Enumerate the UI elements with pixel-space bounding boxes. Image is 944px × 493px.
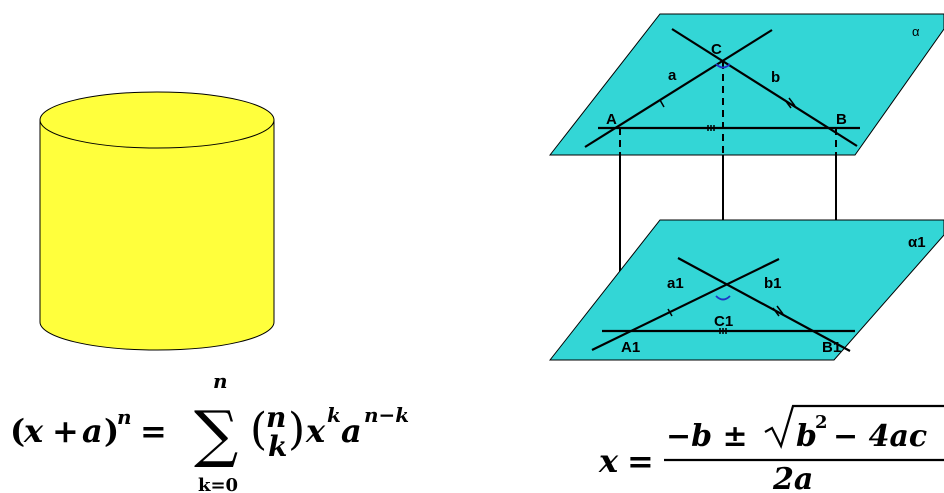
quadratic-radicand-exponent: 2: [815, 412, 828, 433]
binomial-coef-top: n: [266, 401, 286, 434]
binomial-sum-upper: n: [213, 369, 228, 393]
binomial-sum-sign: ∑: [194, 397, 238, 470]
top-label-side-a: a: [668, 67, 677, 84]
binomial-lhs-close: ): [104, 412, 119, 450]
quadratic-radicand-rest: − 4ac: [833, 419, 927, 454]
quadratic-equals: =: [627, 442, 654, 480]
binomial-equals: =: [140, 412, 167, 450]
bottom-plane-label: α1: [908, 234, 926, 251]
quadratic-radical-sign: [764, 404, 944, 449]
top-tick-marks: [659, 97, 796, 131]
top-label-vertex-a: A: [606, 111, 617, 128]
binomial-lhs-open: (: [10, 412, 25, 450]
bottom-label-vertex-c: C1: [714, 313, 733, 330]
binomial-lhs-plus: +: [52, 412, 79, 450]
binomial-formula: ( x + a ) n = n ∑ k=0 ( n k ) x k a n−k: [10, 369, 409, 493]
cylinder: [39, 91, 275, 351]
top-label-vertex-b: B: [836, 111, 847, 128]
binomial-lhs-exponent: n: [117, 405, 132, 429]
cylinder-body: [39, 119, 275, 351]
bottom-line-a: [591, 258, 780, 351]
top-plane-surface: [548, 13, 944, 156]
top-label-side-b: b: [771, 69, 780, 86]
binomial-paren-right: ): [288, 404, 305, 455]
quadratic-lhs: x: [598, 442, 619, 480]
top-dashed-lines: [619, 62, 837, 155]
bottom-line-b: [677, 257, 851, 352]
top-label-vertex-c: C: [711, 41, 722, 58]
top-plane-label: α: [912, 24, 920, 39]
quadratic-radicand-b: b: [796, 419, 817, 454]
bottom-plane: α1 a1 b1 C1 A1 B1: [548, 219, 944, 361]
binomial-a: a: [341, 412, 362, 450]
quadratic-numerator-left: −b ±: [666, 419, 748, 454]
binomial-x: x: [305, 412, 326, 450]
cylinder-top: [39, 91, 275, 149]
binomial-sum-lower: k=0: [198, 475, 238, 493]
binomial-coef-bottom: k: [268, 430, 287, 463]
bottom-label-side-b: b1: [764, 275, 782, 292]
bottom-tick-marks: [667, 305, 784, 334]
binomial-x-exponent: k: [327, 403, 341, 427]
bottom-label-side-a: a1: [667, 275, 684, 292]
top-plane: α C a b A B: [548, 13, 944, 156]
quadratic-formula: x = −b ± b 2 − 4ac 2a: [598, 404, 944, 493]
bottom-right-angle: [715, 295, 731, 301]
binomial-lhs-a: a: [82, 412, 103, 450]
bottom-label-vertex-b: B1: [822, 339, 841, 356]
top-line-a: [584, 29, 773, 148]
top-line-b: [671, 28, 858, 147]
binomial-a-exponent: n−k: [364, 403, 409, 427]
binomial-paren-left: (: [250, 404, 267, 455]
top-right-angle: [715, 63, 731, 69]
binomial-lhs-x: x: [23, 412, 44, 450]
bottom-plane-surface: [548, 219, 944, 361]
quadratic-denominator: 2a: [772, 462, 813, 493]
bottom-label-vertex-a: A1: [621, 339, 640, 356]
